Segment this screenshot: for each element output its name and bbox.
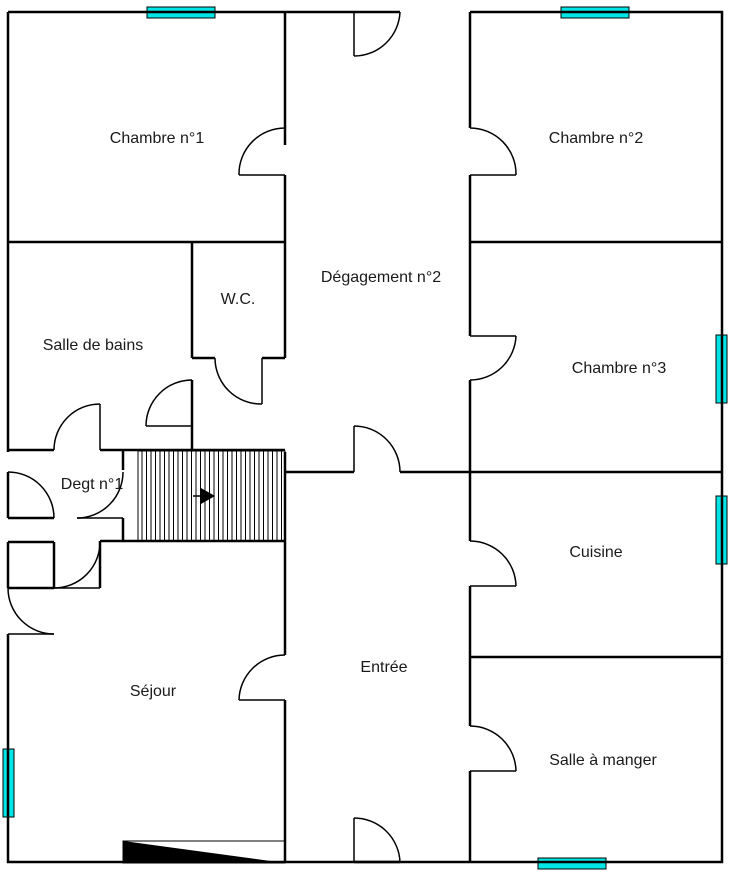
door-entree bbox=[353, 817, 401, 863]
door-degt-left bbox=[7, 471, 55, 519]
window-salle-a-manger bbox=[537, 857, 607, 870]
door-degt-top bbox=[53, 403, 101, 451]
label-degt1: Degt n°1 bbox=[61, 476, 124, 493]
door-degagement-top bbox=[353, 11, 401, 57]
door-sejour-right bbox=[238, 654, 286, 701]
label-sejour: Séjour bbox=[130, 683, 177, 700]
walls bbox=[6, 10, 724, 864]
door-chambre1 bbox=[238, 127, 286, 176]
door-chambre3 bbox=[469, 335, 517, 381]
door-corridor-middle bbox=[353, 425, 401, 473]
door-wc bbox=[214, 357, 263, 405]
label-chambre1: Chambre n°1 bbox=[110, 130, 205, 147]
staircase bbox=[137, 450, 286, 542]
label-wc: W.C. bbox=[221, 291, 256, 308]
doors bbox=[7, 11, 517, 863]
fireplace bbox=[122, 840, 286, 864]
label-salle-de-bains: Salle de bains bbox=[43, 337, 144, 354]
room-labels: Chambre n°1 Chambre n°2 Dégagement n°2 W… bbox=[43, 130, 667, 769]
label-salle-a-manger: Salle à manger bbox=[549, 752, 657, 769]
door-degt-bottom bbox=[53, 540, 101, 589]
stair-arrow-icon bbox=[201, 488, 215, 504]
door-sejour-left bbox=[7, 587, 55, 635]
label-chambre2: Chambre n°2 bbox=[549, 130, 644, 147]
door-salle-de-bains bbox=[145, 379, 193, 427]
door-degt-stair bbox=[76, 471, 124, 519]
label-cuisine: Cuisine bbox=[569, 544, 622, 561]
door-cuisine bbox=[469, 540, 517, 587]
label-degagement2: Dégagement n°2 bbox=[321, 269, 441, 286]
label-chambre3: Chambre n°3 bbox=[572, 360, 667, 377]
door-salle-a-manger bbox=[469, 725, 517, 772]
door-chambre2 bbox=[469, 127, 517, 176]
label-entree: Entrée bbox=[360, 659, 407, 676]
